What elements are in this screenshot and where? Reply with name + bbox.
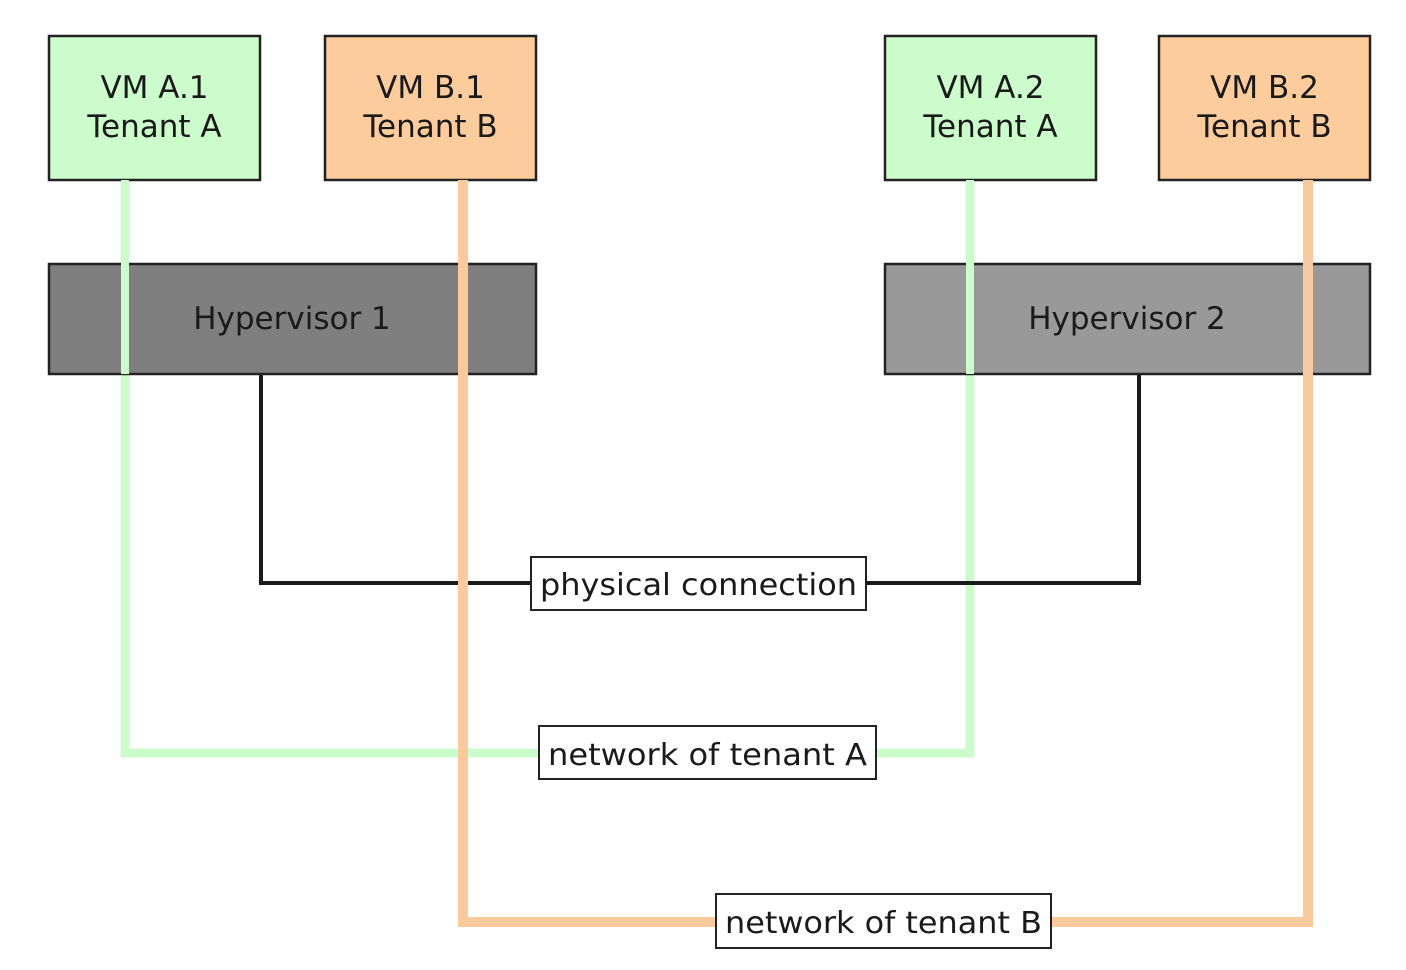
tenant-b-network-label: network of tenant B — [715, 893, 1052, 949]
vm-b2-tenant: Tenant B — [1196, 109, 1331, 145]
vm-b2-name: VM B.2 — [1210, 70, 1319, 106]
vm-b1-name: VM B.1 — [376, 70, 485, 106]
vm-a1-tenant: Tenant A — [86, 109, 221, 145]
vm-a1-name: VM A.1 — [100, 70, 208, 106]
physical-connection-text: physical connection — [540, 568, 857, 603]
vm-a2-name: VM A.2 — [936, 70, 1044, 106]
tenant-b-network-text: network of tenant B — [725, 906, 1042, 941]
hypervisor-2-label: Hypervisor 2 — [1028, 301, 1226, 337]
vm-node-b1[interactable]: VM B.1 Tenant B — [323, 34, 538, 182]
physical-connection-line — [259, 373, 1141, 585]
tenant-a-network-label: network of tenant A — [538, 725, 877, 780]
vm-node-a1[interactable]: VM A.1 Tenant A — [47, 34, 262, 182]
tenant-a-network-text: network of tenant A — [548, 738, 868, 773]
vm-a2-tenant: Tenant A — [922, 109, 1057, 145]
hypervisor-node-1[interactable]: Hypervisor 1 — [47, 262, 538, 376]
hypervisor-node-2[interactable]: Hypervisor 2 — [883, 262, 1372, 376]
vm-node-b2[interactable]: VM B.2 Tenant B — [1157, 34, 1372, 182]
vm-node-a2[interactable]: VM A.2 Tenant A — [883, 34, 1098, 182]
vm-b1-tenant: Tenant B — [362, 109, 497, 145]
physical-connection-label: physical connection — [530, 556, 867, 611]
hypervisor-1-label: Hypervisor 1 — [193, 301, 391, 337]
